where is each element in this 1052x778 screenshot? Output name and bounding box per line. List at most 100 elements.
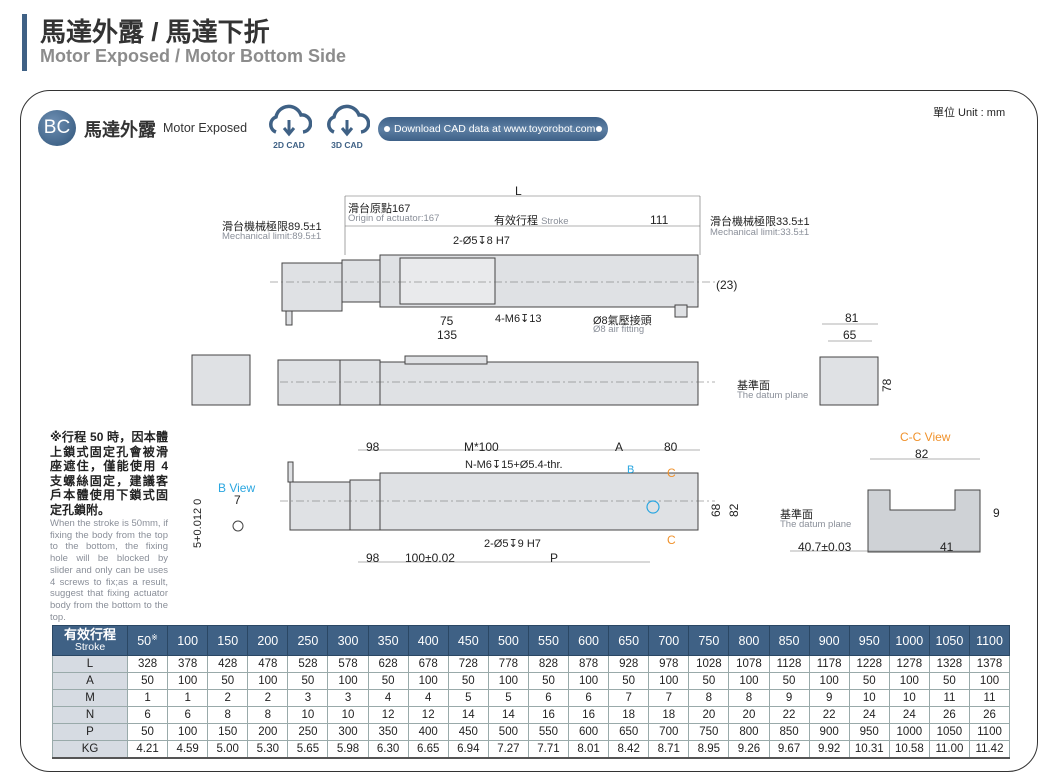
stroke-col-header: 850 [768, 625, 810, 656]
table-cell: 7.71 [527, 740, 570, 759]
stroke-col-header: 700 [648, 625, 690, 656]
section-badge: BC [38, 110, 76, 146]
section-title-en: Motor Exposed [163, 121, 248, 135]
cloud-download-icon [269, 104, 313, 137]
screw-top-label: 4-M6↧13 [495, 313, 542, 325]
cad-2d-button[interactable]: 2D CAD [266, 104, 313, 150]
table-cell: 1050 [928, 723, 970, 741]
table-cell: 1 [126, 689, 169, 707]
page-subtitle: Motor Exposed / Motor Bottom Side [40, 46, 346, 66]
table-cell: 22 [768, 706, 810, 724]
dim-81: 81 [845, 311, 859, 325]
table-cell: 16 [568, 706, 610, 724]
table-cell: 50 [527, 672, 570, 690]
table-cell: 16 [527, 706, 570, 724]
b-view-label: B View [218, 481, 256, 495]
row-label: P [52, 723, 128, 741]
body-side [379, 361, 699, 406]
stroke-col-header: 100 [167, 625, 209, 656]
table-cell: 50 [126, 723, 169, 741]
table-cell: 50 [126, 672, 169, 690]
note-zh: ※行程 50 時，因本體上鎖式固定孔會被滑座遮住，僅能使用 4 支螺絲固定，建議… [50, 430, 168, 517]
section-title-zh: 馬達外露 [84, 120, 156, 140]
table-cell: 4.21 [126, 740, 169, 759]
dim-7: 7 [234, 493, 241, 507]
table-cell: 12 [367, 706, 409, 724]
table-cell: 9.92 [808, 740, 850, 759]
technical-drawing [191, 195, 981, 563]
table-cell: 300 [327, 723, 369, 741]
table-cell: 950 [848, 723, 890, 741]
table-cell: 728 [447, 655, 489, 673]
b-hole-marker [646, 500, 660, 514]
table-cell: 1100 [968, 723, 1011, 741]
stroke-col-header: 600 [568, 625, 610, 656]
tolerance-5: 5+0.012 0 [192, 498, 204, 548]
dim-L: L [515, 184, 522, 198]
stroke-col-header: 200 [247, 625, 289, 656]
datum-label-en-cc: The datum plane [780, 519, 852, 530]
table-cell: 100 [247, 672, 289, 690]
stroke-col-header: 250 [287, 625, 329, 656]
motor-side [277, 359, 341, 406]
table-cell: 50 [608, 672, 650, 690]
table-cell: 100 [568, 672, 610, 690]
cad-2d-label: 2D CAD [273, 140, 305, 150]
table-cell: 11 [928, 689, 970, 707]
download-cad-link[interactable]: Download CAD data at www.toyorobot.com [378, 117, 608, 141]
air-fitting-en: Ø8 air fitting [593, 324, 645, 335]
table-cell: 900 [808, 723, 850, 741]
table-cell: 1378 [968, 655, 1011, 673]
cc-section [867, 489, 981, 553]
dim-23: (23) [716, 278, 738, 292]
stroke-col-header: 900 [808, 625, 850, 656]
stroke-col-header: 300 [327, 625, 369, 656]
dim-A: A [615, 440, 624, 454]
stroke-col-header: 1000 [888, 625, 930, 656]
spec-panel [20, 90, 1038, 772]
table-cell: 550 [527, 723, 570, 741]
stroke-col-header: 650 [608, 625, 650, 656]
hole-top-label: 2-Ø5↧8 H7 [453, 235, 510, 247]
table-cell: 5 [487, 689, 529, 707]
dim-41: 41 [940, 540, 954, 554]
row-label: N [52, 706, 128, 724]
table-cell: 578 [327, 655, 369, 673]
table-cell: 1 [167, 689, 209, 707]
body-bottom [379, 472, 699, 531]
table-cell: 8.01 [568, 740, 610, 759]
stroke-col-header: 350 [367, 625, 409, 656]
stroke-label-zh: 有效行程 [494, 215, 538, 227]
table-cell: 50 [207, 672, 249, 690]
datum-label-zh: 基準面 [737, 380, 770, 392]
motor-bottom [289, 481, 351, 531]
dim-40-7: 40.7±0.03 [798, 540, 852, 554]
table-cell: 3 [327, 689, 369, 707]
c-marker-top: C [667, 466, 676, 480]
table-cell: 3 [287, 689, 329, 707]
stroke-col-header: 450 [447, 625, 489, 656]
dim-135: 135 [437, 328, 458, 342]
table-cell: 400 [407, 723, 449, 741]
dim-100: 100±0.02 [405, 551, 455, 565]
table-cell: 50 [287, 672, 329, 690]
dim-98-bottom: 98 [366, 551, 380, 565]
table-cell: 18 [648, 706, 690, 724]
table-cell: 628 [367, 655, 409, 673]
dim-9: 9 [993, 506, 1000, 520]
table-cell: 828 [527, 655, 570, 673]
table-cell: 650 [608, 723, 650, 741]
table-cell: 6 [167, 706, 209, 724]
stroke-col-header: 150 [207, 625, 249, 656]
table-cell: 878 [568, 655, 610, 673]
datum-label-zh-cc: 基準面 [780, 509, 813, 521]
table-cell: 10 [848, 689, 890, 707]
dim-111: 111 [650, 213, 669, 227]
cc-view-label: C-C View [900, 430, 951, 444]
origin-label-en: Origin of actuator:167 [348, 213, 440, 224]
table-cell: 450 [447, 723, 489, 741]
cad-3d-button[interactable]: 3D CAD [324, 104, 371, 150]
